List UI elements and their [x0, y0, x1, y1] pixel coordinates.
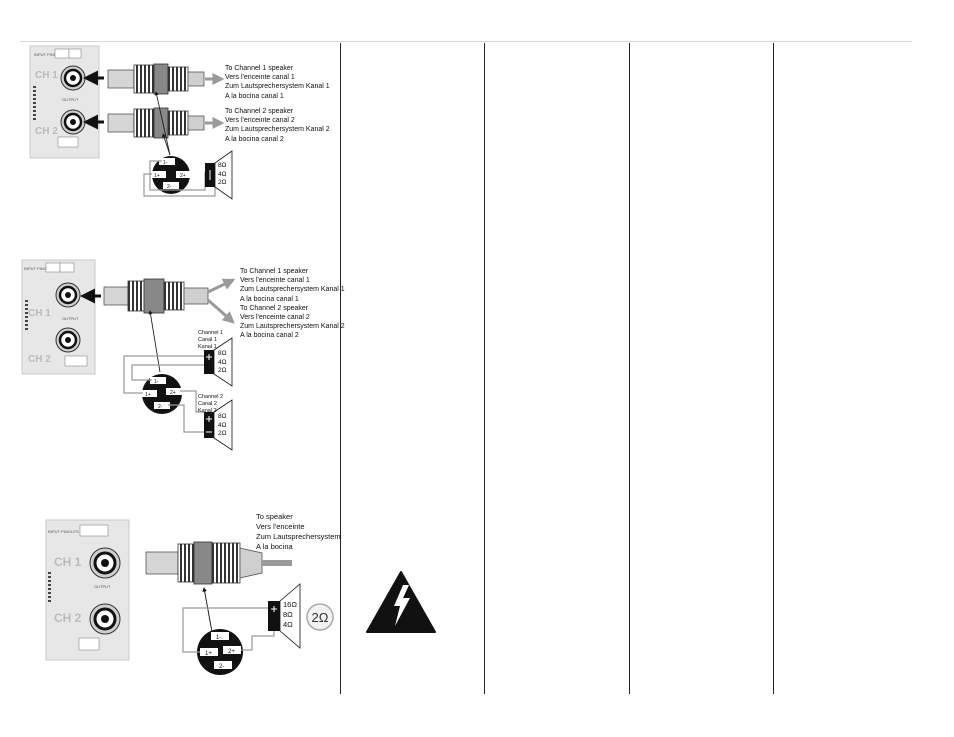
svg-text:OUTPUT: OUTPUT: [62, 97, 79, 102]
svg-text:INPUT PINOUTS: INPUT PINOUTS: [48, 529, 79, 534]
speaker-icon: [205, 150, 233, 200]
svg-text:2Ω: 2Ω: [312, 610, 329, 625]
figure2-stereo-single-cable-wiring: INPUT PINOUTS CH 1 CH 2 OUTPUT: [21, 259, 236, 451]
speakon-plug: [103, 278, 236, 324]
column-rule-4: [773, 43, 774, 694]
column-rule-1: [340, 43, 341, 694]
speakon-plug-ch1: [107, 63, 225, 95]
speakon-pin-face: 1- 1+ 2+ 2-: [197, 629, 243, 675]
fig3-impedance-list: 16Ω 8Ω 4Ω: [283, 600, 297, 629]
page-top-rule: [20, 41, 912, 42]
svg-text:INPUT PINOUTS: INPUT PINOUTS: [24, 266, 55, 271]
svg-text:CH 1: CH 1: [35, 70, 58, 81]
svg-text:1+: 1+: [154, 173, 160, 179]
svg-text:2+: 2+: [228, 649, 235, 655]
amp-rear-panel: [45, 519, 130, 661]
speakon-pin-face: 1- 1+ 2+ 2-: [141, 374, 182, 414]
svg-text:CH 2: CH 2: [28, 354, 51, 365]
speaker-channel2-icon: [204, 399, 233, 451]
svg-text:2+: 2+: [180, 173, 186, 179]
svg-text:2+: 2+: [170, 390, 176, 396]
svg-text:1+: 1+: [205, 651, 212, 657]
svg-text:2-: 2-: [158, 404, 163, 410]
svg-text:OUTPUT: OUTPUT: [62, 316, 79, 321]
svg-text:CH 2: CH 2: [54, 611, 82, 625]
fig1-channel2-caption: To Channel 2 speaker Vers l'enceinte can…: [225, 108, 330, 143]
speakon-pin-face: 1- 1+ 2+ 2-: [150, 156, 192, 194]
svg-text:INPUT PINOUTS: INPUT PINOUTS: [34, 52, 65, 57]
fig2-caption: To Channel 1 speaker Vers l'enceinte can…: [240, 268, 345, 340]
svg-text:1+: 1+: [145, 392, 151, 398]
fig1-channel1-caption: To Channel 1 speaker Vers l'enceinte can…: [225, 65, 330, 100]
figure1-dual-mono-wiring: INPUT PINOUTS CH 1 CH 2 OUTPUT: [29, 45, 233, 200]
figure3-bridge-mono-wiring: INPUT PINOUTS CH 1 CH 2 OUTPUT 1-: [45, 519, 334, 675]
fig2-speaker2-impedance: 8Ω 4Ω 2Ω: [218, 413, 227, 437]
amp-rear-panel: [21, 259, 96, 375]
svg-text:CH 1: CH 1: [28, 308, 51, 319]
svg-text:CH 2: CH 2: [35, 126, 58, 137]
minimum-load-badge: 2Ω: [306, 603, 334, 631]
fig1-impedance-list: 8Ω 4Ω 2Ω: [218, 162, 227, 186]
electrical-hazard-icon: [366, 571, 436, 633]
speaker-icon: [268, 583, 301, 649]
speakon-plug: [145, 541, 292, 585]
svg-text:1-: 1-: [163, 160, 168, 166]
svg-text:CH 1: CH 1: [54, 555, 82, 569]
column-rule-2: [484, 43, 485, 694]
svg-text:2-: 2-: [167, 184, 172, 190]
svg-text:2-: 2-: [219, 664, 224, 670]
svg-text:1-: 1-: [154, 379, 159, 385]
speaker-channel1-icon: [204, 337, 233, 387]
column-rule-3: [629, 43, 630, 694]
svg-text:1-: 1-: [216, 635, 221, 641]
fig2-speaker1-impedance: 8Ω 4Ω 2Ω: [218, 350, 227, 374]
fig3-caption: To speaker Vers l'enceinte Zum Lautsprec…: [256, 512, 341, 551]
fig2-speaker2-label: Channel 2 Canal 2 Kanal 2: [198, 394, 224, 414]
svg-text:OUTPUT: OUTPUT: [94, 584, 111, 589]
fig2-speaker1-label: Channel 1 Canal 1 Kanal 1: [198, 330, 224, 350]
